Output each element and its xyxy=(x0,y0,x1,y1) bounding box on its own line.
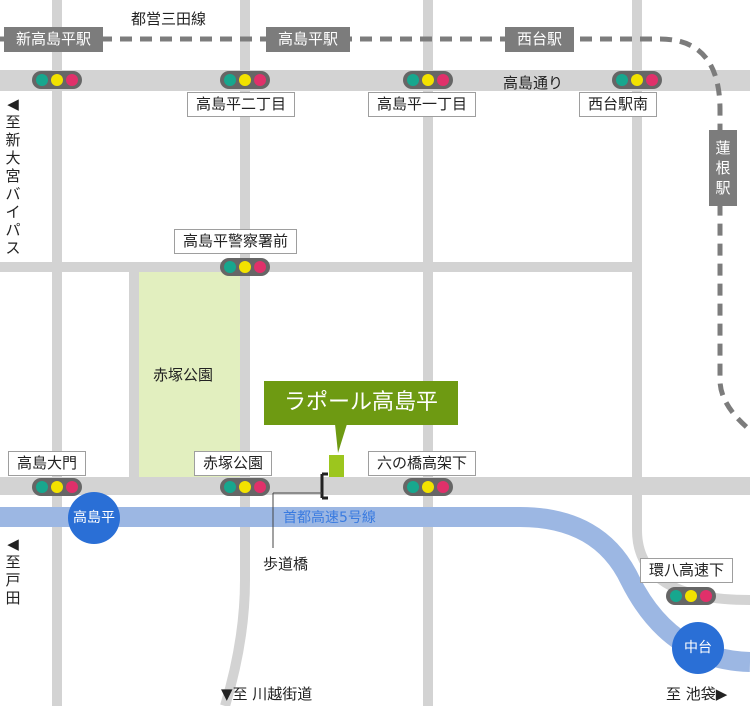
direction-kawagoe-kaido: ▼至 川越街道 xyxy=(221,685,313,703)
footbridge-mark xyxy=(272,472,328,548)
intersection-nishidai-eki-minami: 西台駅南 xyxy=(579,92,658,117)
park-area xyxy=(135,270,241,477)
intersection-takashimadaira-1chome: 高島平一丁目 xyxy=(368,92,477,117)
exit-takashimadaira: 高島平 xyxy=(68,492,120,544)
footbridge-label: 歩道橋 xyxy=(263,555,309,573)
toei-mita-line xyxy=(0,36,750,432)
direction-toda: ◀至 戸田 xyxy=(5,535,21,607)
intersection-takashima-daimon: 高島大門 xyxy=(8,451,87,476)
traffic-signal-icon xyxy=(32,478,82,496)
traffic-signal-icon xyxy=(220,71,270,89)
station-nishidai: 西台駅 xyxy=(505,27,575,52)
traffic-signal-icon xyxy=(220,478,270,496)
rail-line-label: 都営三田線 xyxy=(131,10,207,28)
intersection-akatsuka-koen: 赤塚公園 xyxy=(194,451,273,476)
venue-pointer xyxy=(335,424,347,453)
takashima-dori-road xyxy=(0,70,750,91)
station-hasune: 蓮根駅 xyxy=(709,130,737,206)
traffic-signal-icon xyxy=(32,71,82,89)
takashima-dori-label: 高島通り xyxy=(503,74,564,92)
intersection-police-station: 高島平警察署前 xyxy=(174,229,298,254)
direction-shin-omiya-bypass: ◀至 新大宮バイパス xyxy=(5,95,21,257)
expressway-label: 首都高速5号線 xyxy=(283,510,376,526)
exit-nakadai: 中台 xyxy=(672,622,724,674)
lower-main-road xyxy=(0,477,750,495)
traffic-signal-icon xyxy=(220,258,270,276)
intersection-kanpachi: 環八高速下 xyxy=(640,558,734,583)
intersection-takashimadaira-2chome: 高島平二丁目 xyxy=(187,92,296,117)
direction-ikebukuro: 至 池袋▶ xyxy=(666,685,728,703)
venue-label: ラポール高島平 xyxy=(264,381,459,425)
traffic-signal-icon xyxy=(666,587,716,605)
traffic-signal-icon xyxy=(403,478,453,496)
traffic-signal-icon xyxy=(612,71,662,89)
station-shin-takashimadaira: 新高島平駅 xyxy=(4,27,104,52)
intersection-rokunohashi: 六の橋高架下 xyxy=(368,451,477,476)
park-label: 赤塚公園 xyxy=(153,366,214,384)
traffic-signal-icon xyxy=(403,71,453,89)
station-takashimadaira: 高島平駅 xyxy=(266,27,351,52)
venue-marker xyxy=(329,455,344,477)
